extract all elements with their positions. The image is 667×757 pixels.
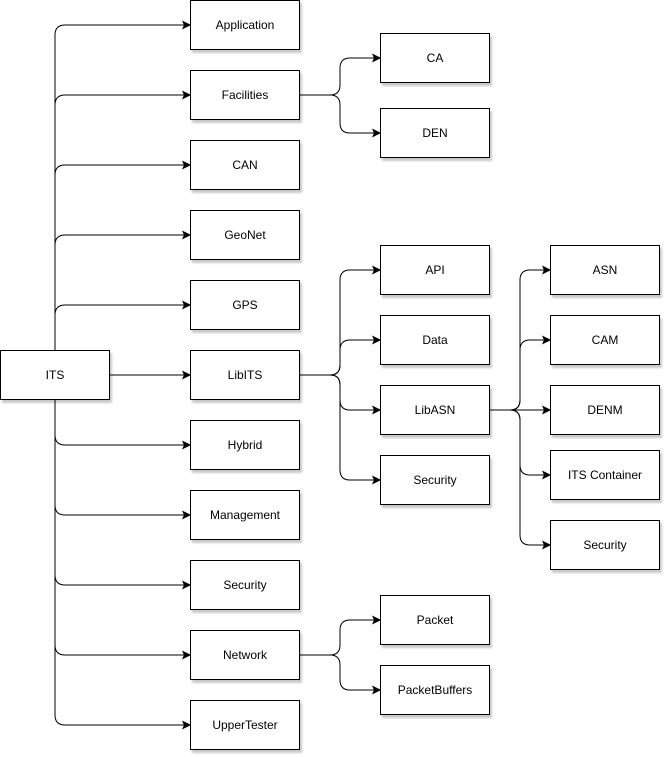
edge-libasn-cam	[490, 339, 544, 411]
edge-its-facilities	[54, 94, 184, 350]
node-its[interactable]: ITS	[0, 350, 110, 400]
edge-network-packet	[300, 619, 374, 656]
node-network[interactable]: Network	[190, 630, 300, 680]
arrowhead-libits_security	[372, 475, 382, 485]
arrowhead-packet	[372, 615, 382, 625]
node-its-container[interactable]: ITS Container	[550, 450, 660, 500]
node-packetbuffers[interactable]: PacketBuffers	[380, 665, 490, 715]
node-den[interactable]: DEN	[380, 108, 490, 158]
edge-its-security	[54, 400, 184, 586]
arrowhead-can	[182, 160, 192, 170]
node-gps[interactable]: GPS	[190, 280, 300, 330]
node-management[interactable]: Management	[190, 490, 300, 540]
edge-its-can	[54, 164, 184, 350]
edge-network-packetbuffers	[300, 654, 374, 691]
arrowhead-security	[182, 580, 192, 590]
arrowhead-api	[372, 265, 382, 275]
arrowhead-cam	[542, 335, 552, 345]
edge-libits-libits_security	[300, 374, 374, 481]
node-denm[interactable]: DENM	[550, 385, 660, 435]
arrowhead-facilities	[182, 90, 192, 100]
arrowhead-its_container	[542, 470, 552, 480]
edge-facilities-den	[300, 94, 374, 134]
node-packet[interactable]: Packet	[380, 595, 490, 645]
edge-its-geonet	[54, 234, 184, 350]
arrowhead-den	[372, 128, 382, 138]
arrowhead-management	[182, 510, 192, 520]
node-geonet[interactable]: GeoNet	[190, 210, 300, 260]
node-libasn-security[interactable]: Security	[550, 520, 660, 570]
edge-its-uppertester	[54, 400, 184, 726]
node-libits-security[interactable]: Security	[380, 455, 490, 505]
arrowhead-uppertester	[182, 720, 192, 730]
node-application[interactable]: Application	[190, 0, 300, 50]
node-ca[interactable]: CA	[380, 33, 490, 83]
edge-libits-libasn	[300, 374, 374, 411]
node-cam[interactable]: CAM	[550, 315, 660, 365]
arrowhead-libits	[182, 370, 192, 380]
node-api[interactable]: API	[380, 245, 490, 295]
node-hybrid[interactable]: Hybrid	[190, 420, 300, 470]
edge-its-hybrid	[54, 400, 184, 446]
node-security[interactable]: Security	[190, 560, 300, 610]
node-libits[interactable]: LibITS	[190, 350, 300, 400]
arrowhead-gps	[182, 300, 192, 310]
node-can[interactable]: CAN	[190, 140, 300, 190]
arrowhead-geonet	[182, 230, 192, 240]
edge-libits-api	[300, 269, 374, 376]
edge-its-network	[54, 400, 184, 656]
edge-libasn-libasn_security	[490, 409, 544, 546]
arrowhead-application	[182, 20, 192, 30]
arrowhead-asn	[542, 265, 552, 275]
node-uppertester[interactable]: UpperTester	[190, 700, 300, 750]
node-asn[interactable]: ASN	[550, 245, 660, 295]
node-data[interactable]: Data	[380, 315, 490, 365]
arrowhead-network	[182, 650, 192, 660]
edge-libits-data	[300, 339, 374, 376]
node-libasn[interactable]: LibASN	[380, 385, 490, 435]
edge-its-gps	[54, 304, 184, 350]
arrowhead-packetbuffers	[372, 685, 382, 695]
node-facilities[interactable]: Facilities	[190, 70, 300, 120]
arrowhead-denm	[542, 405, 552, 415]
edge-facilities-ca	[300, 57, 374, 96]
edge-its-management	[54, 400, 184, 516]
arrowhead-data	[372, 335, 382, 345]
arrowhead-ca	[372, 53, 382, 63]
arrowhead-libasn	[372, 405, 382, 415]
arrowhead-libasn_security	[542, 540, 552, 550]
arrowhead-hybrid	[182, 440, 192, 450]
edge-libasn-its_container	[490, 409, 544, 476]
edge-its-application	[54, 24, 184, 350]
